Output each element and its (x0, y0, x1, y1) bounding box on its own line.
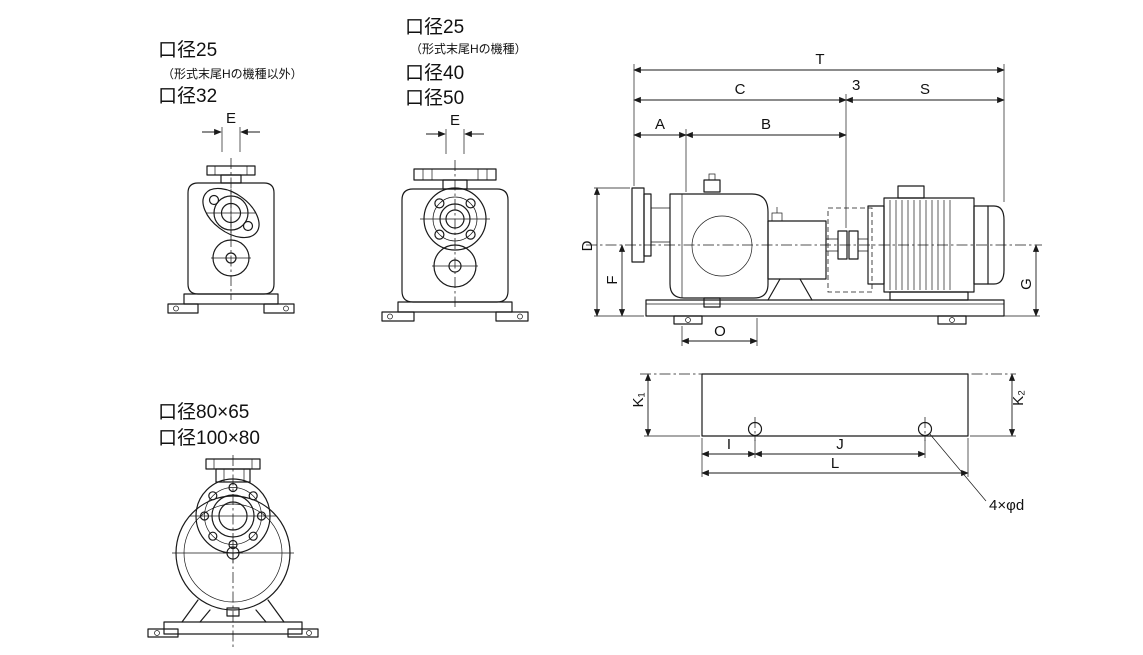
casing-top-plug (703, 179, 721, 193)
casing-drain-boss (226, 607, 240, 617)
coupling-guard (827, 207, 873, 293)
dim-label-J: J (836, 436, 844, 453)
flange-bolt-hole (228, 482, 238, 493)
pump-base (167, 293, 295, 314)
dim-label-S: S (920, 81, 930, 98)
lower-boss-circle (432, 244, 478, 288)
suction-flange-side (631, 187, 670, 263)
dim-label-D: D (579, 240, 596, 251)
dim-label-L: L (831, 455, 839, 472)
support-legs (181, 599, 285, 623)
base-bolt-hole (517, 313, 523, 320)
side-view: T C S 3 A B D F G O (579, 51, 1042, 346)
base-mounting-holes (747, 417, 933, 441)
dim-label-C: C (735, 81, 746, 98)
common-base-side (645, 299, 1005, 325)
base-bolt-hole (306, 630, 312, 636)
lower-boss-circle (211, 239, 251, 277)
priming-port-flange (206, 165, 256, 184)
dim-label-I: I (727, 436, 731, 453)
view1-title-bore32: 口径32 (158, 85, 217, 107)
dim-label-O: O (714, 323, 726, 340)
pump-casing-side (669, 173, 769, 308)
motor-feet (889, 291, 969, 301)
flange-bolt-hole (434, 229, 445, 240)
flange-bolt-hole (465, 229, 476, 240)
dim-label-A: A (655, 116, 665, 133)
flange-bolt-hole (208, 194, 220, 206)
casing-drain-plug (703, 297, 721, 308)
pump-base (381, 301, 529, 322)
dim-label-K2: K₂ (1010, 390, 1027, 406)
dim-E-view1: E (202, 110, 260, 152)
dim-label-G: G (1018, 278, 1035, 290)
front-view-3 (147, 455, 319, 648)
front-view-3-captions: 口径80×65 口径100×80 (158, 401, 260, 449)
dim-label-E-view1: E (226, 110, 236, 127)
priming-port-flange (413, 168, 497, 190)
flange-bolt-hole (434, 198, 445, 209)
dim-label-K1: K₁ (630, 392, 647, 407)
motor-terminal-box (897, 185, 925, 199)
dim-label-F: F (604, 275, 621, 284)
view2-title-bore25: 口径25 (405, 16, 464, 38)
side-view-dimensions: T C S 3 A B D F G O (579, 51, 1040, 346)
view1-title-bore25: 口径25 (158, 39, 217, 61)
dim-label-T: T (815, 51, 824, 68)
dim-label-B: B (761, 116, 771, 133)
front-view-1-captions: 口径25 （形式末尾Hの機種以外） 口径32 (158, 39, 303, 107)
view3-title-bore100x80: 口径100×80 (158, 427, 260, 449)
flange-bolt-hole (208, 531, 218, 541)
base-plan-outline (701, 373, 969, 437)
front-view-1: E (167, 110, 295, 314)
motor-fan-cover (987, 205, 1005, 285)
base-bolt-hole (154, 630, 160, 636)
pump-casing-round (175, 495, 291, 617)
motor (867, 185, 1005, 301)
flange-bolt-hole (465, 198, 476, 209)
callout-label-3: 3 (852, 77, 860, 94)
plan-view-dimensions: K₁ K₂ I J L 4×φd (630, 373, 1027, 514)
dim-label-hole-callout: 4×φd (989, 497, 1024, 514)
base-bolt-hole (387, 313, 393, 320)
view1-subtitle: （形式末尾Hの機種以外） (162, 66, 303, 81)
front-view-2-captions: 口径25 （形式末尾Hの機種） 口径40 口径50 (405, 16, 527, 109)
dim-E-view2: E (426, 112, 484, 154)
base-bolt-hole (173, 305, 179, 312)
flange-bolt-hole (248, 531, 258, 541)
base-bolt-hole (283, 305, 289, 312)
suction-flange-round (420, 187, 490, 251)
flange-bolt-hole (242, 220, 254, 232)
view2-title-bore50: 口径50 (405, 87, 464, 109)
motor-rear-bell (973, 205, 989, 285)
view2-title-bore40: 口径40 (405, 62, 464, 84)
dim-label-E-view2: E (450, 112, 460, 129)
base-bolt-hole (949, 317, 955, 323)
pump-base (147, 621, 319, 638)
view3-title-bore80x65: 口径80×65 (158, 401, 249, 423)
coupling (827, 207, 873, 293)
view2-subtitle: （形式末尾Hの機種） (410, 41, 527, 56)
base-plan-view: K₁ K₂ I J L 4×φd (630, 373, 1027, 514)
front-view-2: E (381, 112, 529, 322)
suction-flange-oval (202, 187, 260, 239)
motor-cooling-fins (889, 200, 951, 290)
bearing-bracket (767, 207, 838, 301)
gauge-cock (771, 212, 783, 222)
base-bolt-hole (685, 317, 691, 323)
